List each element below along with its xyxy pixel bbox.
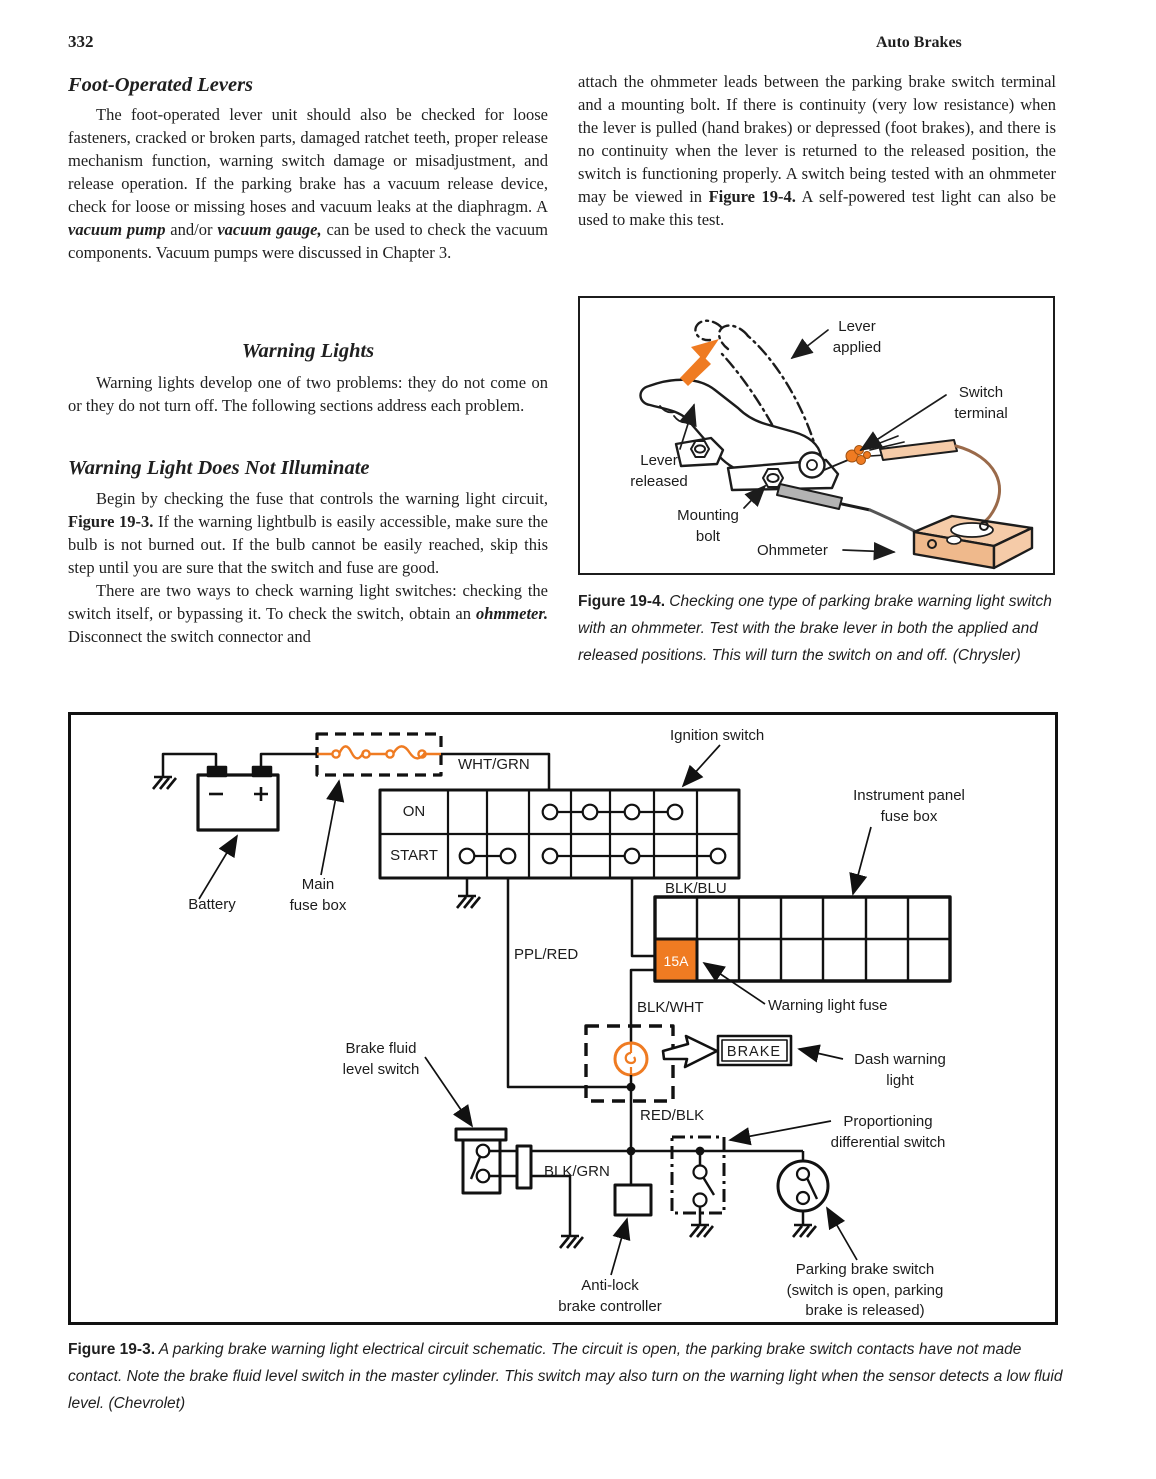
left-column-paragraph-3: Begin by checking the fuse that controls… xyxy=(68,487,548,648)
fusible-links-icon xyxy=(317,745,441,760)
figure-19-4-caption: Figure 19-4. Checking one type of parkin… xyxy=(578,593,1052,664)
ground-icon xyxy=(455,894,482,910)
label-anti-lock-brake-controller: Anti-lock brake controller xyxy=(558,1277,662,1315)
label-brake-indicator: BRAKE xyxy=(726,1044,782,1060)
label-red-blk: RED/BLK xyxy=(640,1107,705,1124)
section-heading-foot-operated-levers: Foot-Operated Levers xyxy=(68,74,254,96)
label-main-fuse-box: Main fuse box xyxy=(289,876,347,914)
label-on: ON xyxy=(402,803,426,820)
ignition-switch-table xyxy=(378,788,741,910)
instrument-panel-fuse-box-symbol xyxy=(653,895,952,983)
proportioning-differential-switch-symbol xyxy=(670,1135,726,1239)
light-emission-arrow-icon xyxy=(661,1034,719,1069)
wire-blk-wht xyxy=(629,968,655,1043)
label-arrows xyxy=(198,744,872,1276)
paragraph: Warning lights develop one of two proble… xyxy=(68,373,548,415)
ohmmeter-probe-gray xyxy=(776,483,936,545)
label-start: START xyxy=(390,847,438,864)
label-mounting-bolt: Mounting bolt xyxy=(677,507,739,545)
figure-19-3-schematic xyxy=(151,732,952,1276)
main-fuse-box-symbol xyxy=(315,732,551,790)
label-switch-terminal: Switch terminal xyxy=(954,384,1008,422)
label-blk-grn: BLK/GRN xyxy=(544,1163,610,1180)
ground-icon xyxy=(791,1223,818,1239)
ohmmeter-probe-tan xyxy=(879,439,1001,526)
paragraph: There are two ways to check warning ligh… xyxy=(68,581,548,646)
ground-icon xyxy=(151,775,178,791)
mounting-bolt-symbol xyxy=(690,440,784,488)
ohmmeter-symbol xyxy=(912,514,1034,570)
brake-fluid-level-switch-symbol xyxy=(454,1127,585,1250)
apply-direction-arrow xyxy=(680,339,719,386)
figure-19-4-artwork xyxy=(639,319,1034,570)
label-15a-fuse: 15A xyxy=(663,953,689,969)
label-warning-light-fuse: Warning light fuse xyxy=(768,997,888,1014)
figure-19-3: Battery Main fuse box WHT/GRN Ignition s… xyxy=(68,712,1058,1325)
label-brake-fluid-level-switch: Brake fluid level switch xyxy=(342,1040,420,1078)
right-column-paragraph: attach the ohmmeter leads between the pa… xyxy=(578,70,1056,231)
label-dash-warning-light: Dash warning light xyxy=(854,1051,946,1089)
wire-ppl-red xyxy=(506,878,631,1089)
warning-bulb-symbol xyxy=(584,1024,675,1185)
label-lever-released: Lever released xyxy=(630,452,688,490)
label-instrument-panel-fuse-box: Instrument panel fuse box xyxy=(853,787,965,825)
section-heading-does-not-illuminate: Warning Light Does Not Illuminate xyxy=(68,457,370,479)
wire-blk-blu xyxy=(630,878,655,958)
battery-symbol xyxy=(151,752,317,832)
label-battery: Battery xyxy=(188,896,236,913)
label-parking-brake-switch: Parking brake switch (switch is open, pa… xyxy=(786,1261,944,1319)
ground-icon xyxy=(688,1223,715,1239)
left-column-paragraph-1: The foot-operated lever unit should also… xyxy=(68,103,548,264)
left-column-paragraph-2: Warning lights develop one of two proble… xyxy=(68,371,548,417)
section-heading-warning-lights: Warning Lights xyxy=(241,340,375,362)
warning-light-fuse-cell xyxy=(653,937,699,983)
paragraph: Begin by checking the fuse that controls… xyxy=(68,489,548,577)
dash-warning-light-symbol xyxy=(661,1034,793,1069)
label-arrows xyxy=(679,329,947,561)
page-number: 332 xyxy=(68,32,94,51)
label-ignition-switch: Ignition switch xyxy=(670,727,765,744)
label-wht-grn: WHT/GRN xyxy=(458,756,530,773)
ground-icon xyxy=(558,1234,585,1250)
figure-19-3-caption: Figure 19-3. A parking brake warning lig… xyxy=(68,1341,1063,1412)
label-blk-wht: BLK/WHT xyxy=(637,999,704,1016)
paragraph: attach the ohmmeter leads between the pa… xyxy=(578,72,1057,229)
figure-19-4: Lever applied Switch terminal Lever rele… xyxy=(578,296,1055,575)
paragraph: The foot-operated lever unit should also… xyxy=(68,105,548,262)
parking-brake-switch-symbol xyxy=(776,1151,830,1239)
label-ohmmeter: Ohmmeter xyxy=(757,542,828,559)
label-ppl-red: PPL/RED xyxy=(514,946,579,963)
label-lever-applied: Lever applied xyxy=(832,318,882,356)
anti-lock-brake-controller-symbol xyxy=(613,1183,653,1217)
running-head: Auto Brakes xyxy=(876,34,962,51)
label-blk-blu: BLK/BLU xyxy=(665,880,727,897)
label-proportioning-differential-switch: Proportioning differential switch xyxy=(830,1113,946,1151)
